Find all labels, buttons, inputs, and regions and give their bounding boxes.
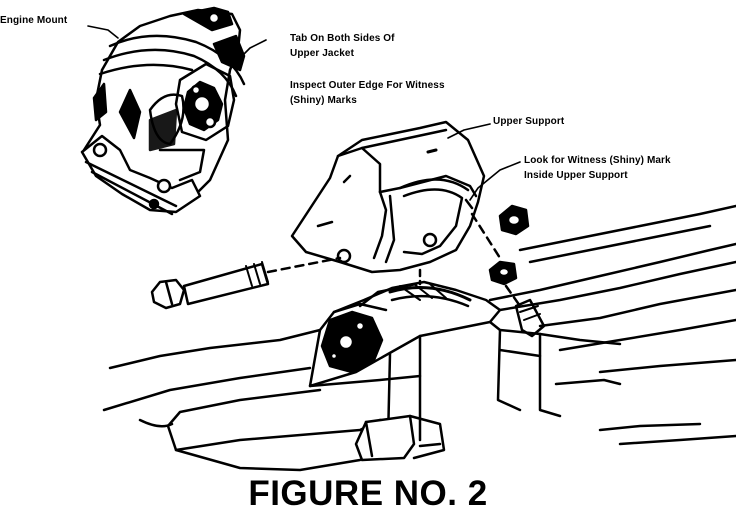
mount-bolt xyxy=(150,256,342,310)
label-inspect-outer-edge: Inspect Outer Edge For Witness xyxy=(290,80,445,91)
label-tab-both-sides: Tab On Both Sides Of xyxy=(290,33,395,44)
label-upper-jacket: Upper Jacket xyxy=(290,48,355,59)
label-upper-support: Upper Support xyxy=(493,116,565,127)
nut-and-washer xyxy=(470,204,546,338)
upper-support-bracket xyxy=(290,120,486,274)
label-shiny-marks: (Shiny) Marks xyxy=(290,95,357,106)
figure-caption: FIGURE NO. 2 xyxy=(248,474,488,513)
engine-mount-inset xyxy=(80,6,246,216)
label-engine-mount: Engine Mount xyxy=(0,15,68,26)
lower-mount-block xyxy=(308,268,502,388)
frame-rail xyxy=(102,204,736,472)
leader-lines xyxy=(87,25,521,201)
label-inside-upper-support: Inside Upper Support xyxy=(524,170,628,181)
label-look-for-witness: Look for Witness (Shiny) Mark xyxy=(524,155,671,166)
